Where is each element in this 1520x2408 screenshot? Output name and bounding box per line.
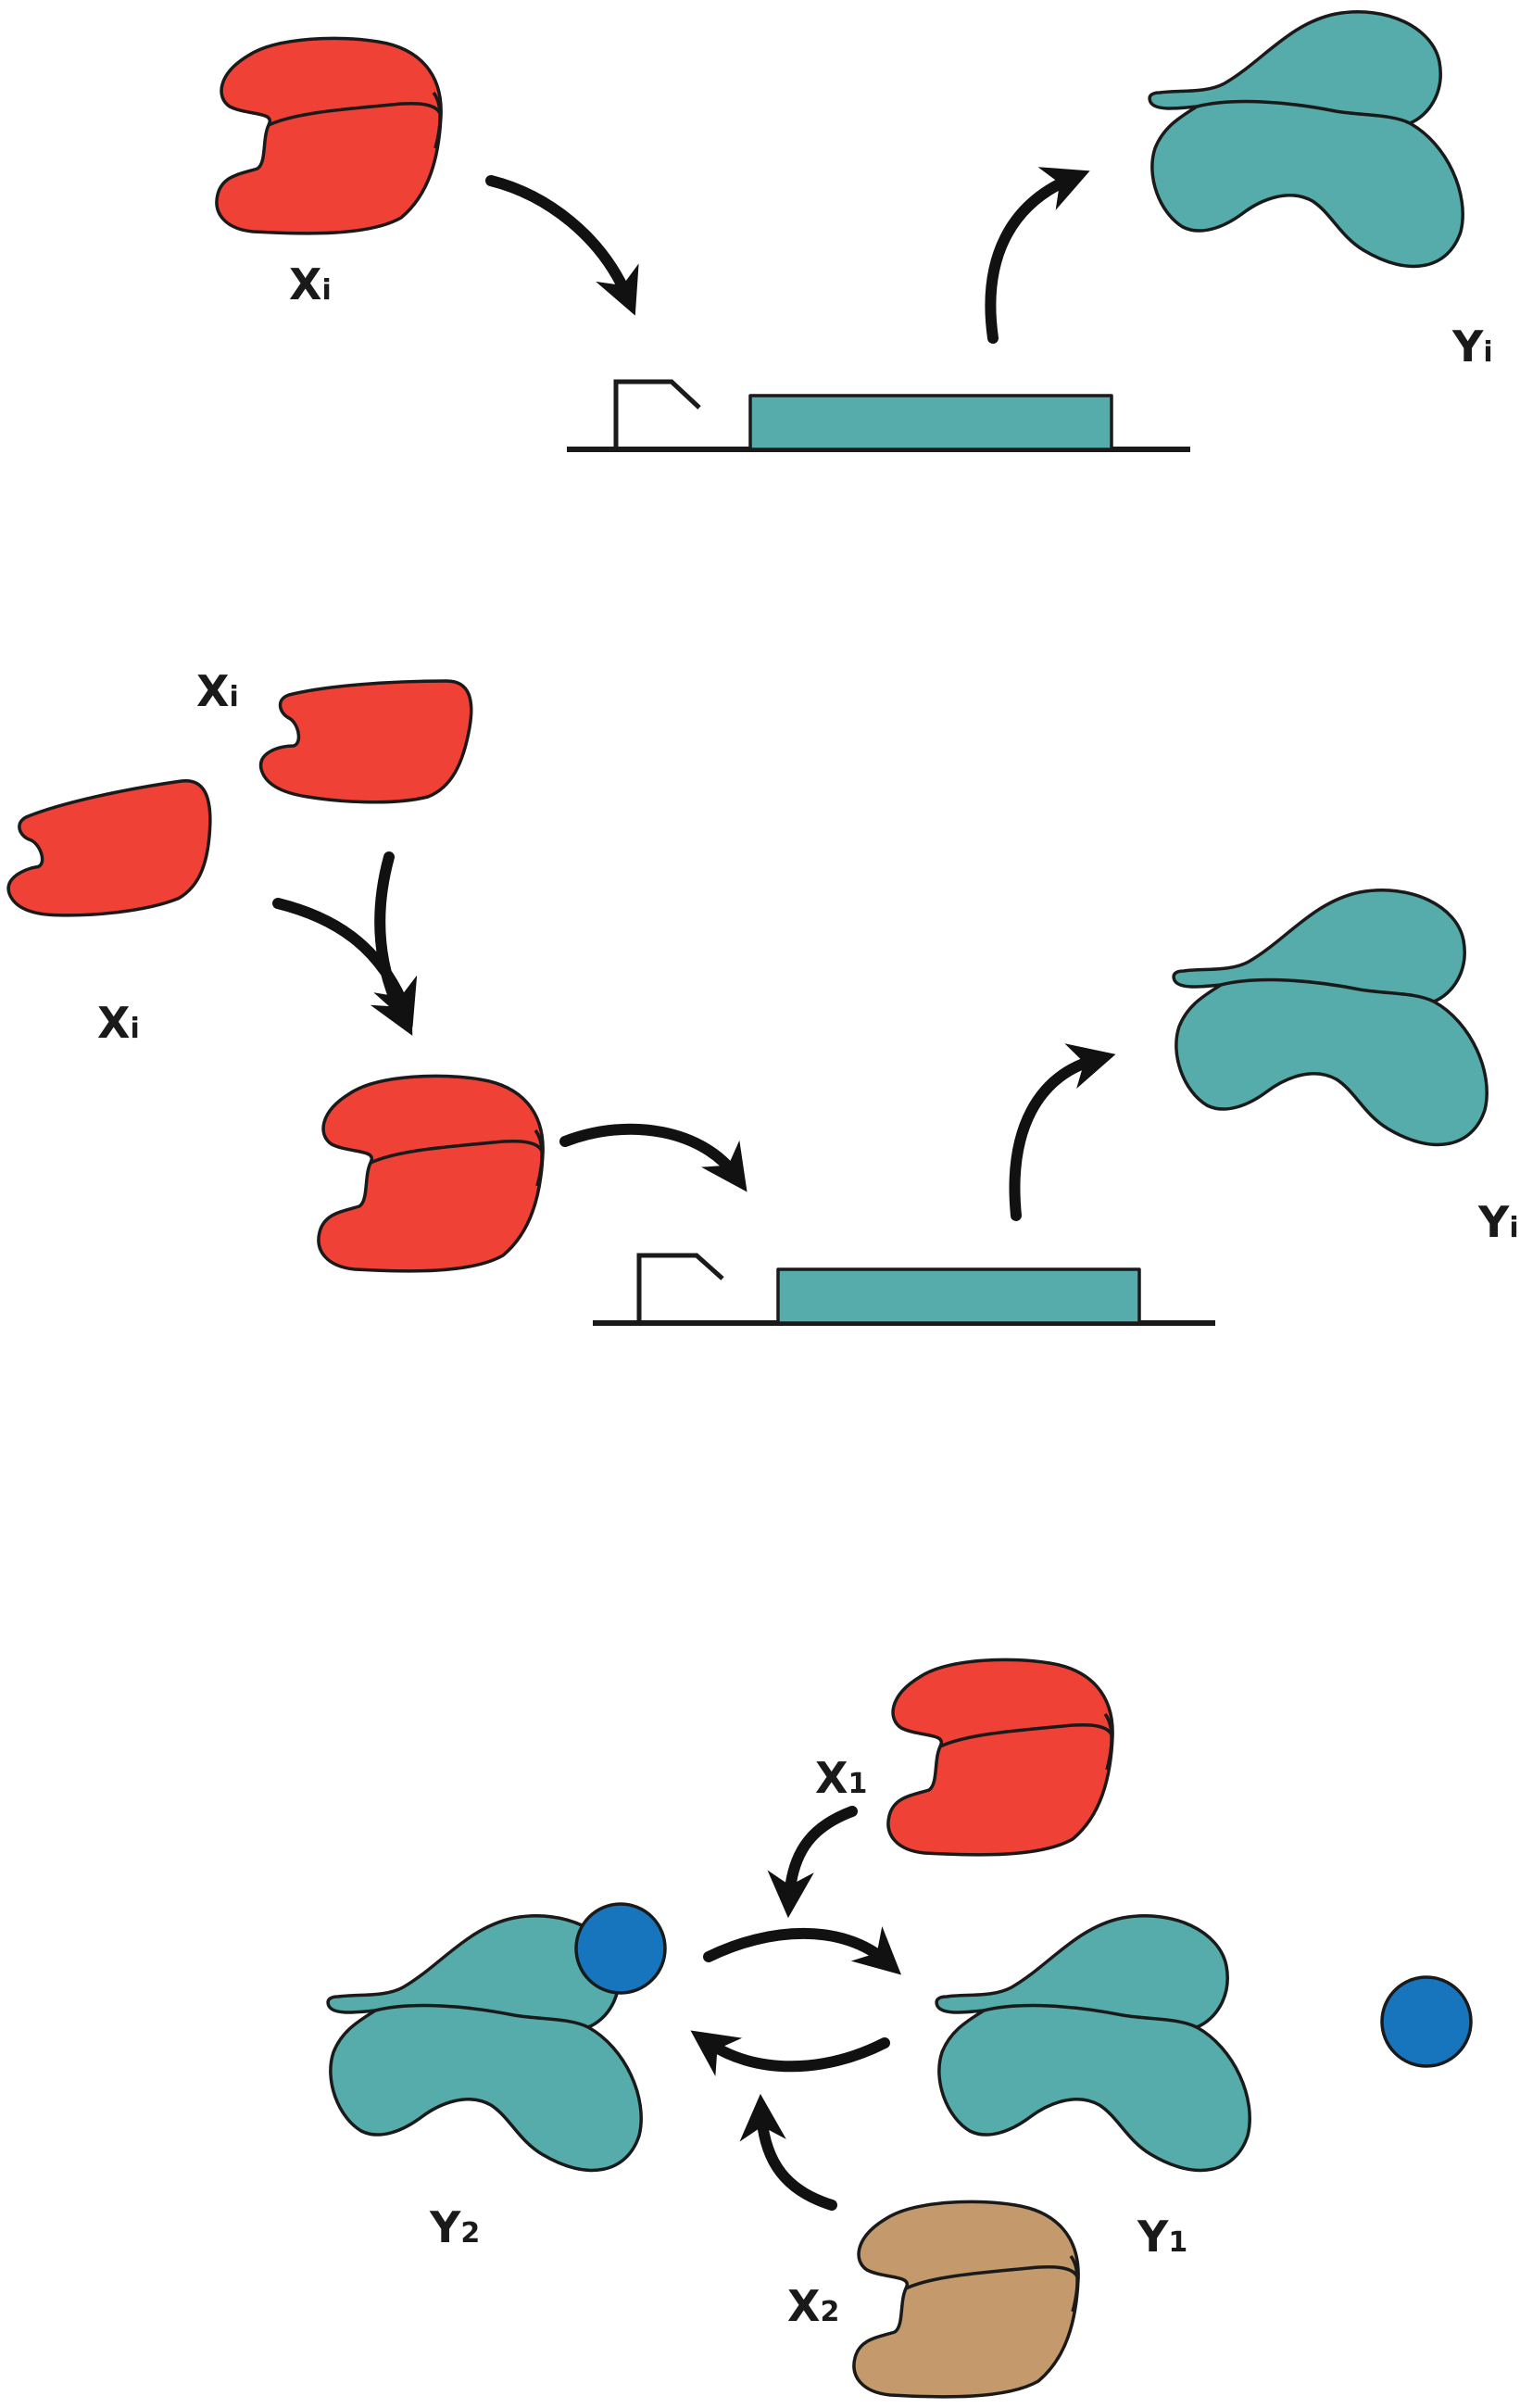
panel-2: Xi Xi Yi	[0, 666, 1519, 1326]
panel-3: X1 Y2 Y1 X2	[326, 1658, 1473, 2399]
activator-xi-dimer	[215, 36, 443, 235]
x1-catalysis-arrow	[767, 1806, 858, 1919]
binding-arrow	[485, 175, 639, 316]
promoter-arrow-icon	[613, 379, 701, 449]
small-molecule-icon	[1380, 1975, 1473, 2068]
expression-arrow	[1009, 1043, 1116, 1221]
target-y1-protein	[935, 1914, 1251, 2173]
activator-x1-dimer	[886, 1658, 1114, 1857]
target-protein-icon	[1172, 889, 1489, 1147]
label-xi-top: Xi	[196, 666, 239, 716]
small-molecule-icon	[574, 1902, 667, 1995]
protein-monomer-icon	[0, 775, 224, 929]
activator-x2-dimer	[852, 2200, 1080, 2399]
gene-box-icon	[748, 394, 1113, 451]
bilobed-protein-icon	[886, 1658, 1114, 1857]
target-yi-protein	[1148, 10, 1464, 269]
bilobed-protein-icon	[317, 1074, 545, 1273]
forward-arrow	[703, 1926, 902, 1975]
label-xi: Xi	[289, 259, 332, 309]
x2-catalysis-arrow	[739, 2093, 837, 2211]
label-x2: X2	[787, 2281, 839, 2331]
gene-box-icon	[776, 1267, 1141, 1325]
bilobed-protein-icon	[852, 2200, 1080, 2399]
expression-arrow	[985, 167, 1090, 344]
activator-dimer	[317, 1074, 545, 1273]
panel-1: Xi Yi	[215, 10, 1493, 452]
monomer-top	[258, 679, 473, 804]
label-xi-left: Xi	[97, 998, 140, 1048]
promoter-arrow-icon	[636, 1253, 724, 1323]
label-y1: Y1	[1137, 2212, 1187, 2262]
dimerization-arrow-top	[370, 851, 413, 1036]
label-y2: Y2	[429, 2202, 480, 2252]
monomer-left	[0, 775, 224, 929]
target-protein-icon	[1148, 10, 1464, 269]
label-yi: Yi	[1451, 321, 1493, 372]
target-yi-protein	[1172, 889, 1489, 1147]
binding-arrow	[559, 1123, 747, 1192]
target-protein-icon	[935, 1914, 1251, 2173]
bilobed-protein-icon	[215, 36, 443, 235]
reverse-arrow	[690, 2030, 890, 2076]
protein-monomer-icon	[258, 679, 473, 804]
label-x1: X1	[815, 1753, 867, 1803]
label-yi: Yi	[1477, 1197, 1519, 1247]
